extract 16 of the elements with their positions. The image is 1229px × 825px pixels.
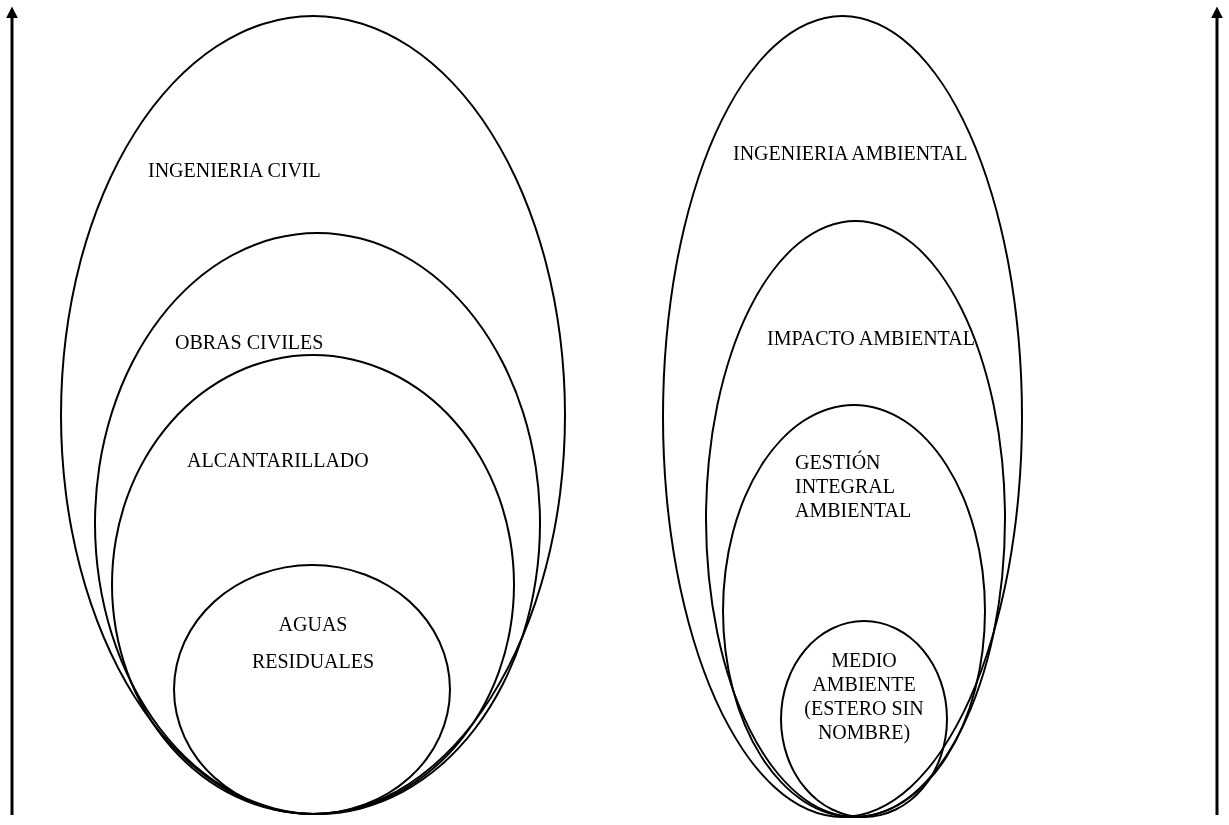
ellipse-region bbox=[94, 232, 541, 815]
ellipse-label: AGUAS RESIDUALES bbox=[250, 612, 376, 674]
ellipse-region bbox=[722, 404, 986, 818]
ellipse-region bbox=[780, 620, 948, 818]
ellipse-region bbox=[662, 15, 1023, 818]
ellipse-label: OBRAS CIVILES bbox=[175, 330, 325, 354]
ellipse-label: MEDIO AMBIENTE (ESTERO SIN NOMBRE) bbox=[803, 648, 925, 744]
ellipse-label: INGENIERIA CIVIL bbox=[148, 158, 322, 182]
ellipse-region bbox=[173, 564, 451, 815]
ellipse-label: GESTIÓN INTEGRAL AMBIENTAL bbox=[795, 450, 913, 522]
ellipse-label: ALCANTARILLADO bbox=[187, 448, 370, 472]
ellipse-label: IMPACTO AMBIENTAL bbox=[767, 326, 976, 350]
ellipse-label: INGENIERIA AMBIENTAL bbox=[733, 141, 969, 165]
ellipse-region bbox=[111, 354, 515, 815]
ellipse-region bbox=[705, 220, 1006, 818]
ellipse-region bbox=[60, 15, 566, 815]
